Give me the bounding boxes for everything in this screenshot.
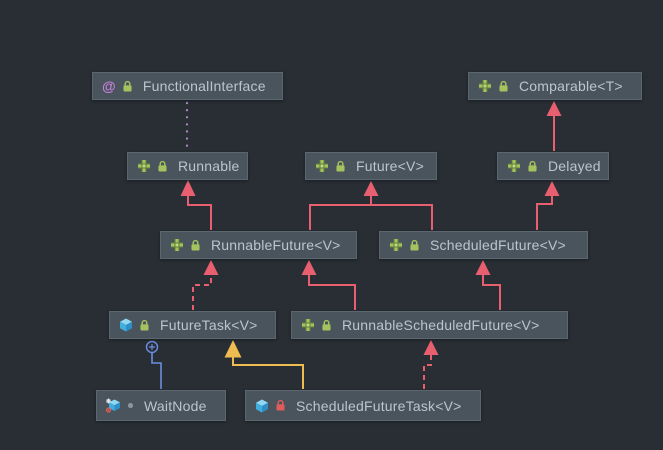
node-Runnable[interactable]: Runnable	[127, 152, 248, 180]
node-label: RunnableFuture<V>	[211, 237, 341, 253]
annotation-glyph: @	[102, 78, 116, 94]
node-ScheduledFutureTask[interactable]: ScheduledFutureTask<V>	[245, 390, 481, 421]
lock-icon	[157, 160, 168, 173]
node-Comparable[interactable]: Comparable<T>	[468, 72, 642, 100]
edge-scheduledfuturetask-extends-futuretask	[232, 357, 304, 389]
node-label: Future<V>	[356, 158, 424, 174]
lock-icon	[335, 160, 346, 173]
edge-scheduledfuture-extends-delayed	[536, 196, 553, 230]
edge-futuretask-inner-waitnode	[151, 353, 162, 389]
class-static-icon	[106, 398, 121, 413]
node-label: FutureTask<V>	[160, 317, 258, 333]
inner-class-anchor-plus	[149, 344, 155, 350]
edge-scheduledfuturetask-implements-runnablescheduledfuture	[423, 355, 432, 389]
interface-icon	[478, 79, 492, 93]
node-RunnableScheduledFuture[interactable]: RunnableScheduledFuture<V>	[291, 311, 568, 339]
node-label: Delayed	[548, 158, 601, 174]
edge-runnablescheduledfuture-extends-runnablefuture	[308, 275, 356, 310]
lock-icon	[321, 319, 332, 332]
node-ScheduledFuture[interactable]: ScheduledFuture<V>	[379, 231, 588, 259]
edge-arrowhead	[475, 260, 491, 275]
lock-icon	[498, 80, 509, 93]
node-label: ScheduledFuture<V>	[430, 237, 566, 253]
interface-icon	[301, 318, 315, 332]
lock-icon	[139, 319, 150, 332]
lock-icon	[527, 160, 538, 173]
interface-icon	[315, 159, 329, 173]
annotation-icon: @	[102, 79, 116, 93]
edge-arrowhead	[546, 101, 562, 116]
edge-runnablefuture-extends-runnable	[187, 196, 212, 230]
node-RunnableFuture[interactable]: RunnableFuture<V>	[160, 231, 357, 259]
edge-runnablefuture-scheduledfuture-extend-future	[309, 196, 433, 230]
class-icon	[255, 399, 269, 413]
interface-icon	[137, 159, 151, 173]
edge-arrowhead	[363, 181, 379, 196]
node-label: Comparable<T>	[519, 78, 623, 94]
node-label: WaitNode	[144, 397, 207, 414]
lock-icon	[190, 239, 201, 252]
edge-arrowhead	[423, 340, 439, 355]
interface-icon	[170, 238, 184, 252]
edge-arrowhead	[203, 260, 219, 275]
node-WaitNode[interactable]: WaitNode	[96, 390, 226, 421]
class-icon	[119, 318, 133, 332]
node-Delayed[interactable]: Delayed	[497, 152, 609, 180]
node-FutureTask[interactable]: FutureTask<V>	[109, 311, 276, 339]
node-Future[interactable]: Future<V>	[305, 152, 437, 180]
lock-icon	[122, 80, 133, 93]
visibility-dot-icon	[127, 402, 134, 409]
edge-runnablescheduledfuture-extends-scheduledfuture	[482, 275, 501, 310]
edge-arrowhead	[301, 260, 317, 275]
edge-arrowhead	[544, 181, 560, 196]
interface-icon	[389, 238, 403, 252]
lock-icon	[409, 239, 420, 252]
node-label: FunctionalInterface	[142, 78, 266, 94]
edge-arrowhead	[180, 180, 196, 196]
edge-futuretask-implements-runnablefuture	[192, 275, 212, 310]
node-label: RunnableScheduledFuture<V>	[342, 317, 540, 333]
node-label: ScheduledFutureTask<V>	[296, 397, 462, 414]
node-label: Runnable	[178, 158, 240, 174]
interface-icon	[507, 159, 521, 173]
node-FunctionalInterface[interactable]: @ FunctionalInterface	[92, 72, 283, 100]
edge-arrowhead	[224, 340, 242, 358]
lock-icon	[275, 399, 286, 412]
